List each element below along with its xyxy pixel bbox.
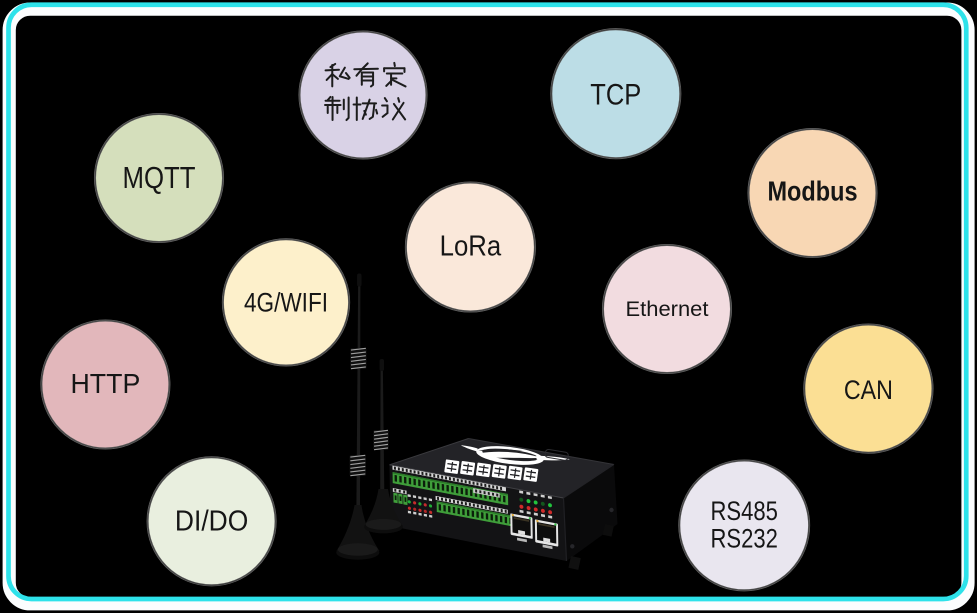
svg-text:Ethernet: Ethernet bbox=[626, 298, 709, 321]
svg-text:RS485: RS485 bbox=[711, 496, 778, 526]
svg-text:TCP: TCP bbox=[590, 78, 641, 111]
svg-text:LoRa: LoRa bbox=[440, 230, 502, 262]
svg-text:4G/WIFI: 4G/WIFI bbox=[244, 288, 328, 318]
svg-text:RS232: RS232 bbox=[711, 523, 778, 553]
svg-text:CAN: CAN bbox=[844, 375, 893, 405]
svg-text:MQTT: MQTT bbox=[123, 160, 196, 195]
svg-text:DI/DO: DI/DO bbox=[175, 505, 248, 537]
svg-text:HTTP: HTTP bbox=[71, 368, 141, 399]
svg-text:Modbus: Modbus bbox=[768, 176, 858, 207]
